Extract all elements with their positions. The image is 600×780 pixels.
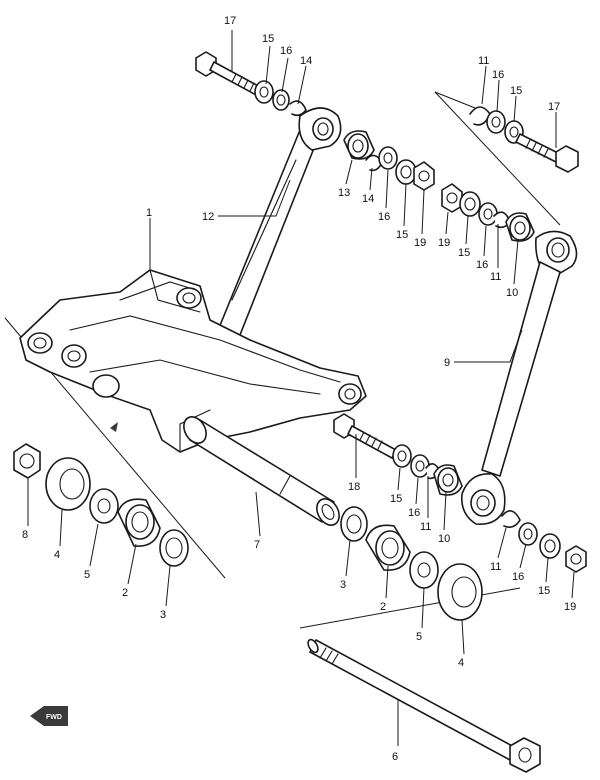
- callout-16-upper-right: 16: [492, 69, 504, 81]
- cushion-rod-upper: [213, 107, 342, 346]
- callout-16-middle: 16: [378, 211, 390, 223]
- bolt-set-middle: [333, 413, 463, 496]
- callout-15-middle: 15: [396, 229, 408, 241]
- callout-6: 6: [392, 751, 398, 763]
- washer-set-lower-right: [501, 510, 587, 573]
- callout-labels: 17 15 16 14 11 16 15 17 13 14 16 15 19 1…: [22, 15, 576, 763]
- callout-10-right: 10: [506, 287, 518, 299]
- callout-11-lower-middle: 11: [420, 521, 431, 533]
- bearing-set-right: [441, 183, 535, 242]
- callout-3-lower-center: 3: [340, 579, 346, 591]
- callout-4-lower-left: 4: [54, 549, 60, 561]
- fwd-arrow-icon: FWD: [30, 706, 68, 726]
- cushion-rod-right: [460, 230, 578, 526]
- callout-2-lower-left: 2: [122, 587, 128, 599]
- bearing-set-lower-center: [340, 506, 483, 621]
- callout-17-upper-right: 17: [548, 101, 560, 113]
- callout-12: 12: [202, 211, 214, 223]
- callout-7: 7: [254, 539, 260, 551]
- callout-11-upper-right: 11: [478, 55, 489, 67]
- bearing-set-middle: [343, 130, 435, 191]
- fwd-label: FWD: [46, 714, 62, 721]
- callout-8: 8: [22, 529, 28, 541]
- washers-upper-left: [254, 80, 307, 117]
- callout-17-upper-left: 17: [224, 15, 236, 27]
- callout-16-lower-right: 16: [512, 571, 524, 583]
- callout-4-lower-center: 4: [458, 657, 464, 669]
- callout-14-upper-left: 14: [300, 55, 312, 67]
- callout-15-right: 15: [458, 247, 470, 259]
- callout-9: 9: [444, 357, 450, 369]
- callout-2-lower-center: 2: [380, 601, 386, 613]
- callout-15-upper-left: 15: [262, 33, 274, 45]
- callout-5-lower-left: 5: [84, 569, 90, 581]
- callout-19-right: 19: [438, 237, 450, 249]
- callout-3-lower-left: 3: [160, 609, 166, 621]
- spacer-tube: [183, 416, 340, 526]
- callout-5-lower-center: 5: [416, 631, 422, 643]
- callout-19-middle: 19: [414, 237, 426, 249]
- callout-15-upper-right: 15: [510, 85, 522, 97]
- callout-11-lower-right: 11: [490, 561, 501, 573]
- callout-10-lower-middle: 10: [438, 533, 450, 545]
- cushion-lever: [19, 269, 367, 453]
- bolt-set-upper-right: [469, 106, 579, 173]
- callout-16-lower-middle: 16: [408, 507, 420, 519]
- callout-16-upper-left: 16: [280, 45, 292, 57]
- direction-arrow-icon: [110, 422, 118, 432]
- callout-13: 13: [338, 187, 350, 199]
- callout-15-lower-middle: 15: [390, 493, 402, 505]
- callout-1: 1: [146, 207, 152, 219]
- bearing-set-lower-left: [13, 443, 189, 567]
- bolt-upper-left: [195, 51, 263, 97]
- callout-19-lower-right: 19: [564, 601, 576, 613]
- callout-14-middle: 14: [362, 193, 374, 205]
- callout-16-right: 16: [476, 259, 488, 271]
- callout-11-right: 11: [490, 271, 501, 283]
- long-bolt: [307, 638, 541, 773]
- callout-15-lower-right: 15: [538, 585, 550, 597]
- leader-lines: [27, 30, 575, 746]
- callout-18: 18: [348, 481, 360, 493]
